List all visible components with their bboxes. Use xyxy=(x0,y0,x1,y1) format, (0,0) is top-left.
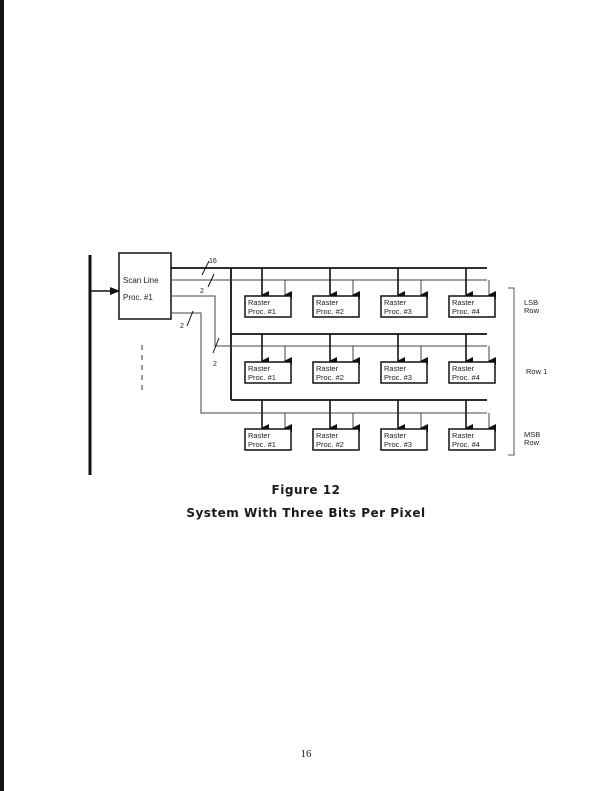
raster-processor-box xyxy=(312,428,360,451)
raster-processor-label: Raster xyxy=(452,364,475,373)
raster-processor-label: Raster xyxy=(316,431,339,440)
raster-processor-label: Raster xyxy=(248,298,271,307)
page-number: 16 xyxy=(300,748,312,760)
raster-processor-label: Raster xyxy=(316,298,339,307)
raster-processor-label: Raster xyxy=(452,431,475,440)
row-label-msb-2: Row xyxy=(524,438,540,447)
raster-processor-label: Raster xyxy=(384,431,407,440)
raster-processor-box xyxy=(448,361,496,384)
raster-processor-number: Proc. #2 xyxy=(316,307,344,316)
figure-caption: System With Three Bits Per Pixel xyxy=(186,506,426,520)
rows-bracket xyxy=(508,287,515,456)
bus-width-label-16: 16 xyxy=(209,258,217,265)
raster-processor-number: Proc. #3 xyxy=(384,307,412,316)
row2-control-line xyxy=(171,312,487,414)
raster-processor-label: Raster xyxy=(452,298,475,307)
row-label-lsb-2: Row xyxy=(524,306,540,315)
figure-number: Figure 12 xyxy=(271,483,341,497)
raster-processor-box xyxy=(244,295,292,318)
raster-processor-number: Proc. #4 xyxy=(452,307,480,316)
raster-processor-number: Proc. #2 xyxy=(316,373,344,382)
raster-processor-box xyxy=(312,361,360,384)
raster-processor-number: Proc. #4 xyxy=(452,440,480,449)
raster-processor-label: Raster xyxy=(248,431,271,440)
raster-processor-box xyxy=(380,295,428,318)
raster-processor-number: Proc. #1 xyxy=(248,440,276,449)
bus-slash-row2 xyxy=(186,310,194,327)
row1-control-line xyxy=(171,295,487,347)
raster-processor-box xyxy=(380,428,428,451)
page-scan-edge xyxy=(0,0,4,791)
raster-processor-number: Proc. #1 xyxy=(248,307,276,316)
bus-width-label-row0: 2 xyxy=(200,288,204,295)
raster-processor-label: Raster xyxy=(316,364,339,373)
raster-processor-label: Raster xyxy=(384,298,407,307)
bus-width-label-row2: 2 xyxy=(180,323,184,330)
scan-line-processor-label-2: Proc. #1 xyxy=(123,293,153,302)
raster-processor-box xyxy=(448,428,496,451)
row-label-msb-1: MSB xyxy=(524,430,540,439)
row-label-row1: Row 1 xyxy=(526,367,547,376)
raster-processor-box xyxy=(244,428,292,451)
raster-processor-label: Raster xyxy=(384,364,407,373)
row-label-lsb-1: LSB xyxy=(524,298,538,307)
raster-processor-box xyxy=(244,361,292,384)
raster-processor-box xyxy=(312,295,360,318)
raster-processor-number: Proc. #4 xyxy=(452,373,480,382)
bus-width-label-row1: 2 xyxy=(213,361,217,368)
raster-processor-number: Proc. #2 xyxy=(316,440,344,449)
raster-processor-label: Raster xyxy=(248,364,271,373)
bus-slash-16 xyxy=(201,260,210,276)
raster-processor-box xyxy=(380,361,428,384)
raster-processor-box xyxy=(448,295,496,318)
scan-line-processor-box xyxy=(118,252,172,320)
raster-processor-number: Proc. #3 xyxy=(384,440,412,449)
bus-slash-row0 xyxy=(207,273,215,288)
raster-processor-number: Proc. #3 xyxy=(384,373,412,382)
bus-slash-row1 xyxy=(212,337,220,354)
scan-line-processor-label-1: Scan Line xyxy=(123,276,159,285)
raster-processor-number: Proc. #1 xyxy=(248,373,276,382)
